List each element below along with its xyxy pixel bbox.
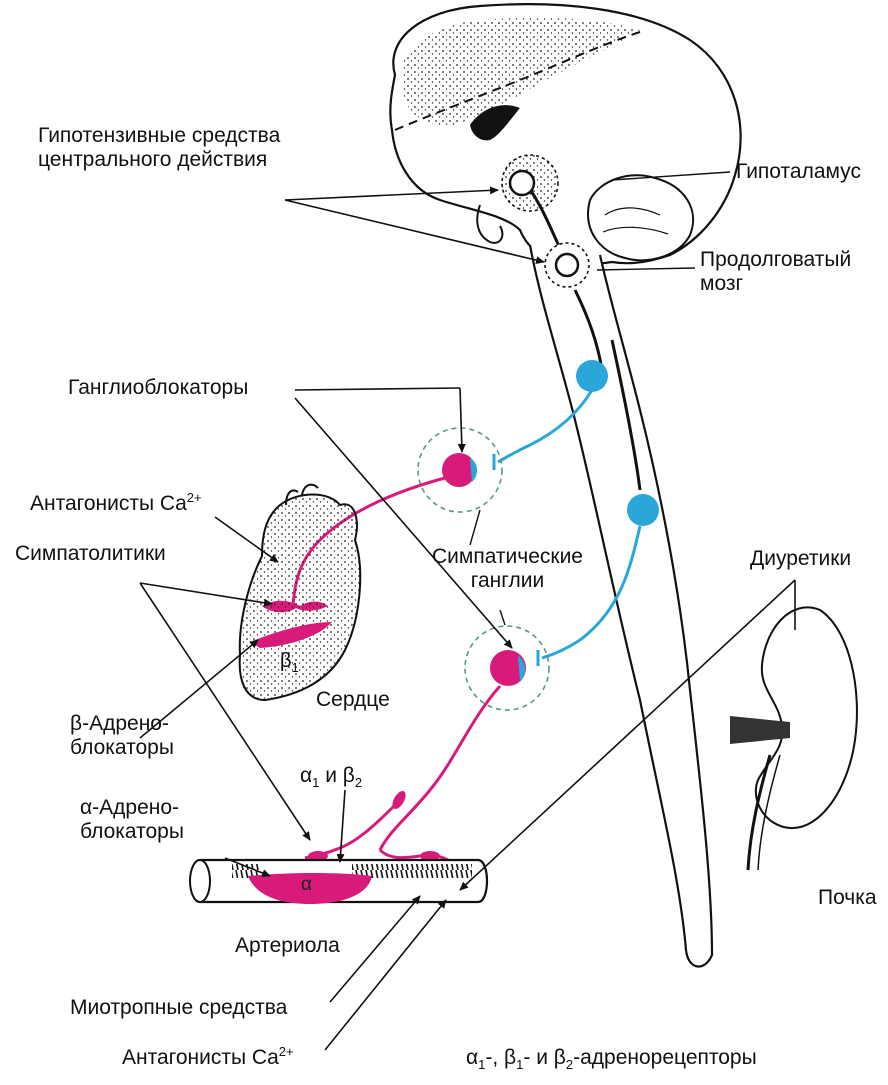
- spinal-cord-outline: [530, 245, 712, 966]
- label-ca-antagonists-bottom-text: Антагонисты Ca: [122, 1046, 279, 1069]
- label-sympathetic-ganglia-line2: ганглии: [432, 569, 583, 593]
- preganglionic-neuron-upper: [576, 360, 608, 392]
- label-ca-antagonists-top: Антагонисты Ca2+: [30, 492, 202, 516]
- label-alpha-blockers-line2: блокаторы: [80, 820, 184, 844]
- label-receptors-b1: β: [504, 1046, 516, 1069]
- label-receptors-a: α: [466, 1046, 478, 1069]
- label-beta2-sym: β: [343, 764, 355, 787]
- label-receptors-t2: - и: [523, 1046, 553, 1069]
- label-diuretics: Диуретики: [750, 547, 851, 571]
- label-medulla-line2: мозг: [700, 272, 851, 296]
- arteriole: [190, 860, 487, 904]
- label-alpha1-beta2: α1 и β2: [300, 764, 362, 788]
- label-myotropic: Миотропные средства: [70, 996, 287, 1020]
- brain: [390, 4, 740, 266]
- label-beta2-sub: 2: [355, 775, 362, 790]
- label-receptors-b2: β: [554, 1046, 566, 1069]
- heart: [240, 485, 361, 700]
- kidney: [730, 607, 857, 870]
- label-receptors-t3: -адренорецепторы: [573, 1046, 757, 1069]
- label-receptors-t1: -,: [485, 1046, 504, 1069]
- label-central-acting-line1: Гипотензивные средства: [38, 124, 280, 148]
- label-sympathetic-ganglia-line1: Симпатические: [432, 545, 583, 569]
- label-alpha1-sym: α: [300, 764, 312, 787]
- preganglionic-neuron-lower: [627, 494, 659, 526]
- label-ca-antagonists-bottom: Антагонисты Ca2+: [122, 1046, 294, 1070]
- label-ca-antagonists-top-sup: 2+: [187, 490, 202, 505]
- label-hypothalamus: Гипоталамус: [736, 160, 861, 184]
- label-beta1-sym: β: [280, 650, 292, 672]
- label-sympathetic-ganglia: Симпатические ганглии: [432, 545, 583, 593]
- label-alpha-blockers-line1: α-Адрено-: [80, 796, 184, 820]
- label-alpha-mark: α: [301, 874, 312, 896]
- ganglion-upper-neuron: [442, 453, 476, 487]
- label-beta-blockers: β-Адрено- блокаторы: [70, 712, 174, 760]
- label-beta-blockers-line2: блокаторы: [70, 736, 174, 760]
- label-central-acting: Гипотензивные средства центрального дейс…: [38, 124, 280, 172]
- heart-outline: [240, 494, 361, 700]
- label-heart: Сердце: [316, 688, 390, 712]
- label-sympatholytics: Симпатолитики: [15, 542, 166, 566]
- label-beta1-mark: β1: [280, 650, 299, 673]
- label-alpha-blockers: α-Адрено- блокаторы: [80, 796, 184, 844]
- label-medulla-line1: Продолговатый: [700, 248, 851, 272]
- medulla-neuron: [556, 254, 578, 276]
- postganglionic-axon-to-arteriole: [380, 686, 500, 850]
- label-arteriole: Артериола: [235, 934, 340, 958]
- label-ca-antagonists-bottom-sup: 2+: [279, 1044, 294, 1059]
- label-receptors: α1-, β1- и β2-адренорецепторы: [466, 1046, 757, 1070]
- label-beta-blockers-line1: β-Адрено-: [70, 712, 174, 736]
- label-alpha1-beta2-mid: и: [319, 764, 342, 787]
- label-kidney: Почка: [818, 886, 877, 910]
- spinal-cord: [530, 245, 712, 966]
- label-medulla: Продолговатый мозг: [700, 248, 851, 296]
- cerebellum: [588, 175, 693, 260]
- label-beta1-sub: 1: [292, 660, 299, 675]
- kidney-outline: [756, 607, 857, 828]
- label-central-acting-line2: центрального действия: [38, 148, 280, 172]
- hypothalamus-neuron: [510, 171, 534, 195]
- label-ganglion-blockers: Ганглиоблокаторы: [68, 376, 248, 400]
- label-ca-antagonists-top-text: Антагонисты Ca: [30, 492, 187, 515]
